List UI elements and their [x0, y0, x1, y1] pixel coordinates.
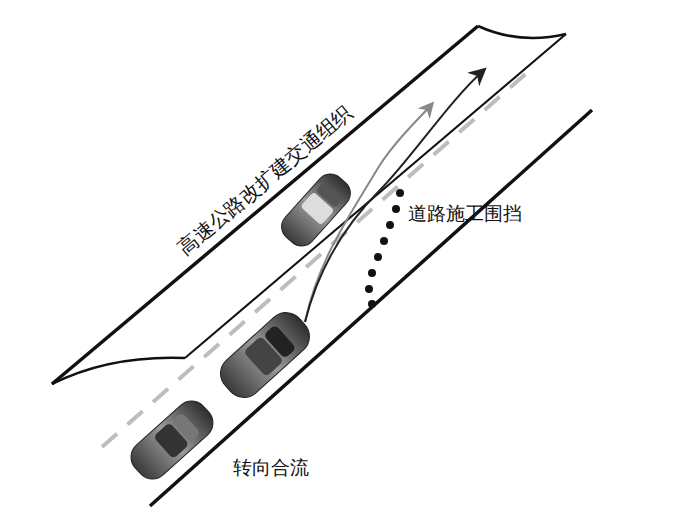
lane-flare — [52, 358, 185, 384]
car — [213, 305, 317, 405]
road-edge — [150, 110, 592, 506]
car — [276, 168, 356, 252]
merge-label: 转向合流 — [233, 456, 309, 479]
lane-flare — [478, 26, 566, 38]
dashed-lane-line — [102, 70, 530, 447]
construction-barrier — [365, 189, 404, 308]
barrier-label: 道路施工围挡 — [408, 202, 522, 225]
car — [124, 394, 219, 485]
